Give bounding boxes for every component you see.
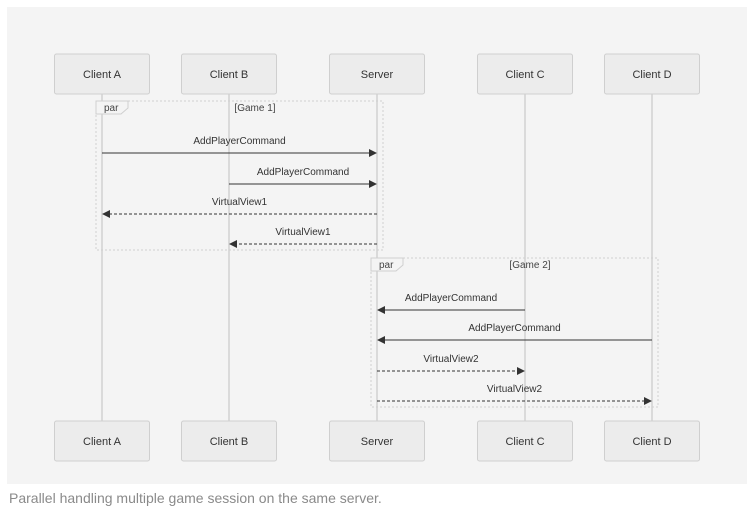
actor-label: Client B <box>210 69 249 81</box>
diagram-caption: Parallel handling multiple game session … <box>9 490 382 506</box>
actor-b-bottom: Client B <box>181 420 277 462</box>
fragment-keyword: par <box>104 103 119 114</box>
actor-label: Client B <box>210 436 249 448</box>
actor-c-top: Client C <box>477 53 573 95</box>
fragment-keyword: par <box>379 260 394 271</box>
par-fragment-1: par [Game 1] <box>95 100 384 251</box>
actor-label: Client A <box>83 436 122 448</box>
message-4: VirtualView1 <box>229 227 377 248</box>
actor-label: Client D <box>632 436 671 448</box>
actor-label: Server <box>361 69 394 81</box>
fragment-condition: [Game 1] <box>234 103 275 114</box>
message-label: AddPlayerCommand <box>468 323 560 334</box>
actor-label: Client A <box>83 69 122 81</box>
actor-label: Client C <box>505 69 544 81</box>
message-8: VirtualView2 <box>377 384 652 405</box>
actor-c-bottom: Client C <box>477 420 573 462</box>
message-label: VirtualView1 <box>212 197 268 208</box>
message-7: VirtualView2 <box>377 354 525 375</box>
message-label: AddPlayerCommand <box>257 167 349 178</box>
actor-label: Server <box>361 436 394 448</box>
actor-d-bottom: Client D <box>604 420 700 462</box>
message-3: VirtualView1 <box>102 197 377 218</box>
message-2: AddPlayerCommand <box>229 167 377 188</box>
fragment-condition: [Game 2] <box>509 260 550 271</box>
actor-d-top: Client D <box>604 53 700 95</box>
actor-label: Client C <box>505 436 544 448</box>
actor-label: Client D <box>632 69 671 81</box>
message-label: VirtualView1 <box>275 227 331 238</box>
actor-b-top: Client B <box>181 53 277 95</box>
actor-a-top: Client A <box>54 53 150 95</box>
actor-s-top: Server <box>329 53 425 95</box>
message-5: AddPlayerCommand <box>377 293 525 314</box>
actor-a-bottom: Client A <box>54 420 150 462</box>
message-label: AddPlayerCommand <box>405 293 497 304</box>
par-fragment-2: par [Game 2] <box>370 257 659 408</box>
message-1: AddPlayerCommand <box>102 136 377 157</box>
message-label: VirtualView2 <box>423 354 479 365</box>
message-label: VirtualView2 <box>487 384 543 395</box>
actor-s-bottom: Server <box>329 420 425 462</box>
message-6: AddPlayerCommand <box>377 323 652 344</box>
message-label: AddPlayerCommand <box>193 136 285 147</box>
